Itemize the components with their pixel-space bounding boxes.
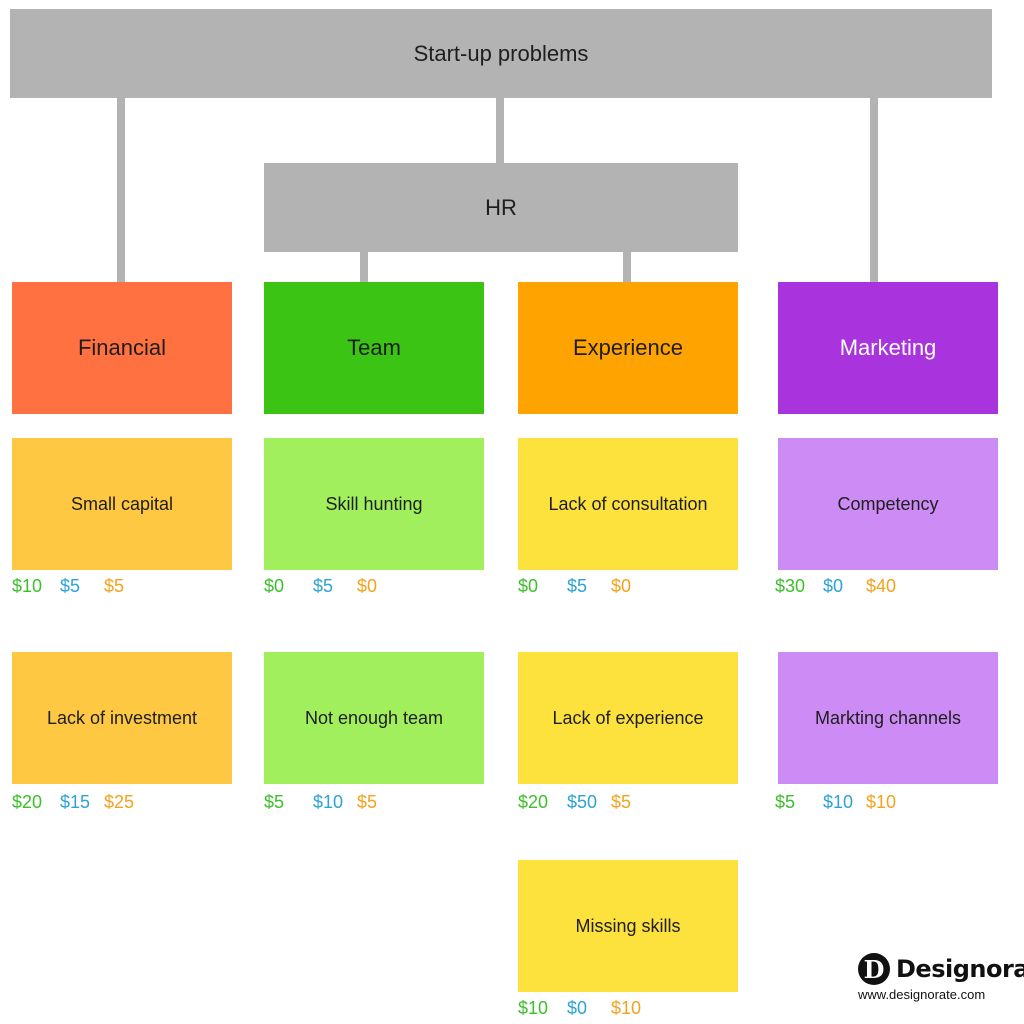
category-marketing: Marketing — [778, 282, 998, 414]
card-lack-of-consultation: Lack of consultation — [518, 438, 738, 570]
cost-value-blue: $10 — [823, 792, 854, 812]
logo-url: www.designorate.com — [858, 987, 986, 1002]
cost-value-green: $0 — [518, 576, 539, 596]
cost-row: $30 $0 $40 — [775, 576, 995, 598]
connector-root-hr — [496, 98, 504, 163]
category-team: Team — [264, 282, 484, 414]
cost-value-green: $5 — [775, 792, 796, 812]
cost-row: $0 $5 $0 — [264, 576, 484, 598]
cost-value-blue: $15 — [60, 792, 91, 812]
cost-value-orange: $5 — [104, 576, 125, 596]
cost-value-orange: $0 — [357, 576, 378, 596]
root-node: Start-up problems — [10, 9, 992, 98]
logo-name: Designorate — [896, 955, 1024, 983]
connector-root-financial — [117, 98, 125, 282]
connector-hr-team — [360, 252, 368, 282]
logo-mark-icon: D — [858, 953, 890, 985]
category-experience: Experience — [518, 282, 738, 414]
card-lack-of-experience: Lack of experience — [518, 652, 738, 784]
cost-row: $20 $50 $5 — [518, 792, 738, 814]
cost-value-orange: $10 — [866, 792, 897, 812]
cost-row: $10 $0 $10 — [518, 998, 738, 1020]
cost-value-green: $5 — [264, 792, 285, 812]
cost-row: $0 $5 $0 — [518, 576, 738, 598]
cost-row: $10 $5 $5 — [12, 576, 232, 598]
card-skill-hunting: Skill hunting — [264, 438, 484, 570]
cost-value-green: $30 — [775, 576, 806, 596]
cost-row: $5 $10 $10 — [775, 792, 995, 814]
card-competency: Competency — [778, 438, 998, 570]
cost-value-blue: $0 — [823, 576, 844, 596]
cost-value-green: $20 — [518, 792, 549, 812]
cost-value-orange: $10 — [611, 998, 642, 1018]
cost-value-blue: $0 — [567, 998, 588, 1018]
cost-value-green: $10 — [12, 576, 43, 596]
cost-value-blue: $50 — [567, 792, 598, 812]
cost-value-orange: $5 — [611, 792, 632, 812]
cost-value-orange: $5 — [357, 792, 378, 812]
card-missing-skills: Missing skills — [518, 860, 738, 992]
cost-value-orange: $40 — [866, 576, 897, 596]
connector-hr-experience — [623, 252, 631, 282]
cost-value-orange: $25 — [104, 792, 135, 812]
cost-value-green: $0 — [264, 576, 285, 596]
cost-row: $5 $10 $5 — [264, 792, 484, 814]
cost-value-green: $20 — [12, 792, 43, 812]
card-markting-channels: Markting channels — [778, 652, 998, 784]
cost-value-blue: $5 — [313, 576, 334, 596]
card-small-capital: Small capital — [12, 438, 232, 570]
cost-value-blue: $5 — [60, 576, 81, 596]
connector-root-marketing — [870, 98, 878, 282]
cost-value-blue: $10 — [313, 792, 344, 812]
cost-value-orange: $0 — [611, 576, 632, 596]
card-lack-of-investment: Lack of investment — [12, 652, 232, 784]
cost-row: $20 $15 $25 — [12, 792, 232, 814]
card-not-enough-team: Not enough team — [264, 652, 484, 784]
cost-value-green: $10 — [518, 998, 549, 1018]
category-financial: Financial — [12, 282, 232, 414]
hr-node: HR — [264, 163, 738, 252]
cost-value-blue: $5 — [567, 576, 588, 596]
